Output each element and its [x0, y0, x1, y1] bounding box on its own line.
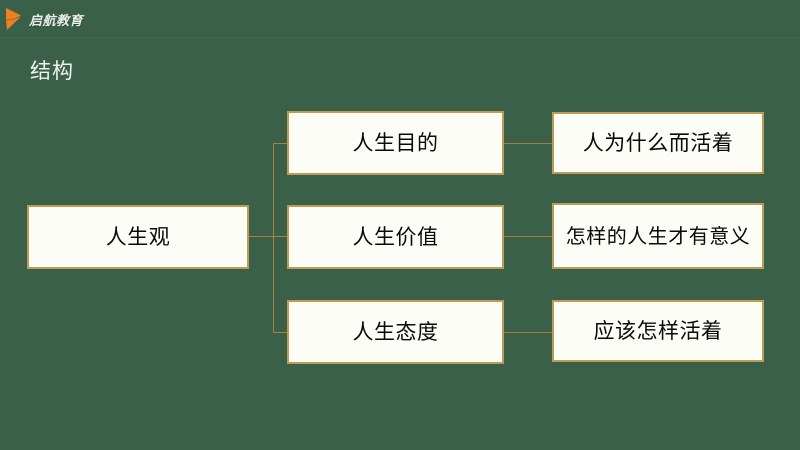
connector-branch-2-to-leaf-2 [503, 236, 553, 237]
orange-arrow-icon [6, 8, 21, 30]
connector-root-to-bus [249, 236, 274, 237]
connector-bus-to-branch-3 [273, 332, 288, 333]
connector-bus-to-branch-1 [273, 143, 288, 144]
diagram-node-leaf-3: 应该怎样活着 [552, 300, 764, 362]
diagram-node-branch-3: 人生态度 [287, 300, 504, 364]
diagram-node-branch-2: 人生价值 [287, 205, 504, 269]
header-divider [0, 37, 800, 38]
diagram-node-leaf-1: 人为什么而活着 [552, 112, 764, 174]
connector-branch-1-to-leaf-1 [503, 143, 553, 144]
slide-header: 启航教育 [0, 0, 800, 38]
connector-vertical-bus [273, 143, 274, 333]
page-title: 结构 [30, 59, 74, 83]
brand-name: 启航教育 [29, 13, 84, 29]
connector-bus-to-branch-2 [273, 236, 288, 237]
connector-branch-3-to-leaf-3 [503, 332, 553, 333]
diagram-node-branch-1: 人生目的 [287, 111, 504, 175]
brand-logo: 启航教育 [6, 6, 83, 32]
diagram-node-leaf-2: 怎样的人生才有意义 [552, 203, 764, 269]
diagram-node-root: 人生观 [27, 205, 249, 269]
